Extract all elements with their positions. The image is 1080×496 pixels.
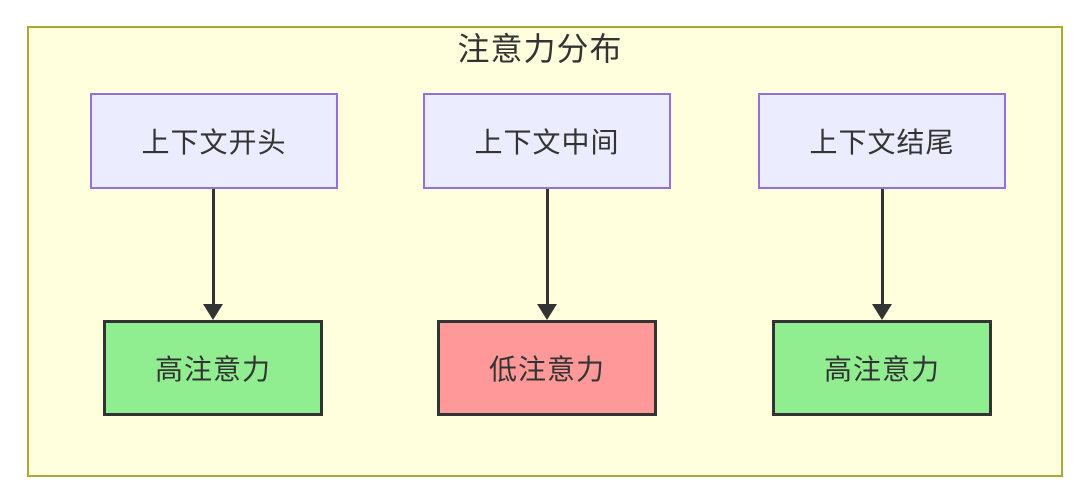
node-low-attention-middle: 低注意力: [437, 320, 657, 416]
arrow-line-middle: [546, 189, 549, 305]
diagram-title: 注意力分布: [457, 30, 623, 68]
arrow-line-end: [881, 189, 884, 305]
node-low-attention-middle-label: 低注意力: [488, 353, 605, 386]
node-high-attention-end: 高注意力: [772, 320, 992, 416]
node-context-end: 上下文结尾: [758, 93, 1006, 189]
node-high-attention-start: 高注意力: [103, 320, 323, 416]
node-high-attention-end-label: 高注意力: [823, 353, 940, 386]
arrow-head-icon: [537, 304, 557, 320]
arrow-line-start: [212, 189, 215, 305]
node-context-start: 上下文开头: [90, 93, 338, 189]
node-high-attention-start-label: 高注意力: [154, 353, 271, 386]
node-context-end-label: 上下文结尾: [809, 126, 955, 159]
node-context-start-label: 上下文开头: [141, 126, 287, 159]
node-context-middle: 上下文中间: [423, 93, 671, 189]
arrow-head-icon: [203, 304, 223, 320]
arrow-head-icon: [872, 304, 892, 320]
node-context-middle-label: 上下文中间: [474, 126, 620, 159]
